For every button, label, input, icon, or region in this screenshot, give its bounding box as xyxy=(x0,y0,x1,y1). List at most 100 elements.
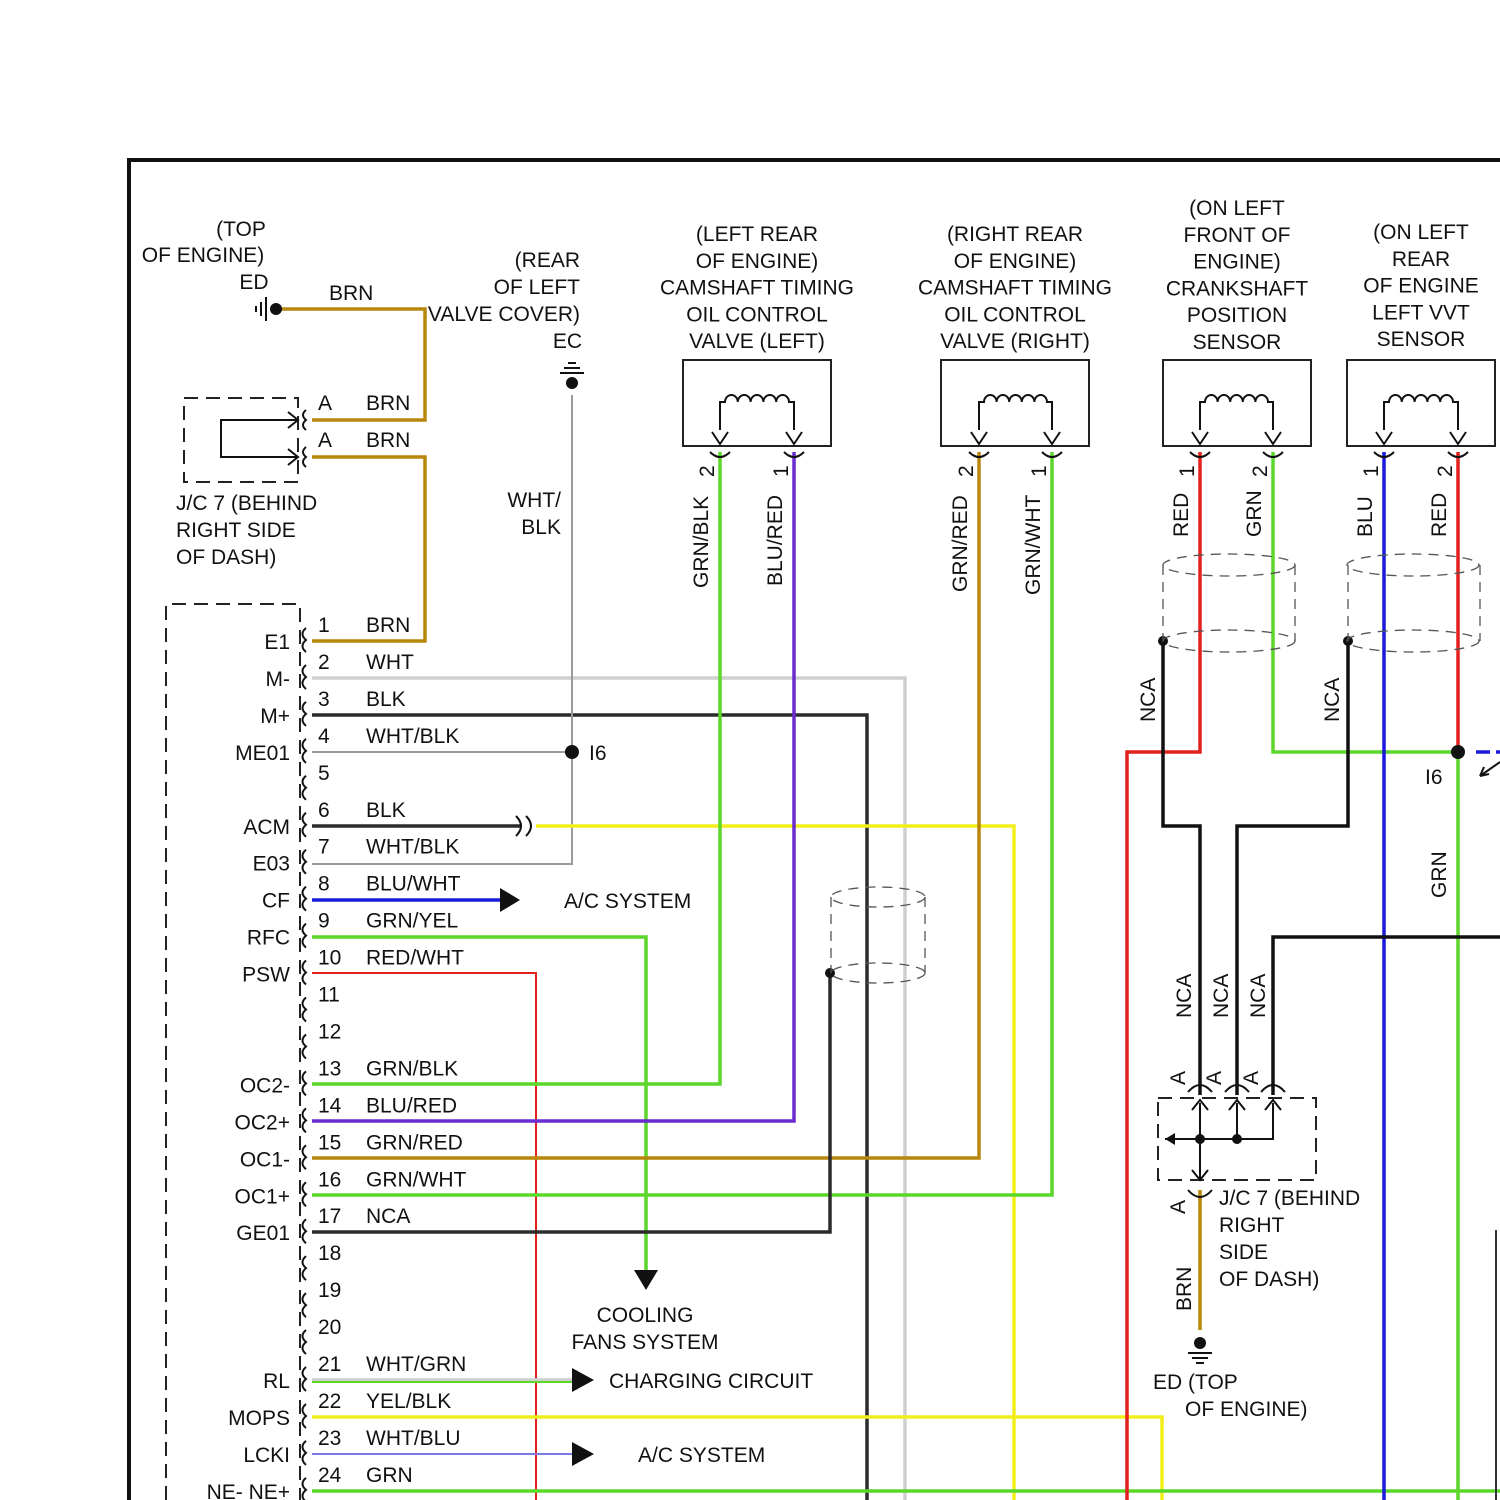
ocv_left-label-1: (LEFT REAR xyxy=(696,223,818,246)
pin-wire-8: BLU/WHT xyxy=(366,873,461,896)
right-nca-2: NCA xyxy=(1321,678,1344,722)
shield-ckp xyxy=(1163,554,1295,652)
ckp-wire2: GRN xyxy=(1243,490,1266,537)
ecm-pin-connectors xyxy=(303,628,307,1500)
right-nca-3: NCA xyxy=(1173,974,1196,1018)
pin-wire-14: BLU/RED xyxy=(366,1094,457,1117)
jc7-left-label-3: OF DASH) xyxy=(176,546,276,569)
jc7-left-box xyxy=(184,398,306,482)
ckp-label-5: POSITION xyxy=(1187,304,1287,327)
pin-number-12: 12 xyxy=(318,1020,341,1043)
pin-connector-20 xyxy=(303,1330,307,1354)
right-jc-pin-1: A xyxy=(1167,1071,1190,1085)
jc7-left-label-2: RIGHT SIDE xyxy=(176,519,296,542)
pin-wire-6: BLK xyxy=(366,799,406,822)
pin-number-14: 14 xyxy=(318,1094,342,1117)
pin-connector-12 xyxy=(303,1034,307,1058)
pin-wire-4: WHT/BLK xyxy=(366,725,459,748)
vvt-label-3: OF ENGINE xyxy=(1363,275,1479,298)
ocv_left-label-5: VALVE (LEFT) xyxy=(689,330,825,353)
ocv_left-pin2: 1 xyxy=(770,465,793,477)
pin-number-11: 11 xyxy=(318,984,340,1007)
vvt-label-5: SENSOR xyxy=(1377,328,1466,351)
wire-wht-blk-ec xyxy=(312,395,572,864)
ocv_left-label-4: OIL CONTROL xyxy=(686,303,828,326)
pin-connector-11 xyxy=(303,998,307,1022)
pin-connector-16 xyxy=(303,1182,307,1206)
ecm-outline xyxy=(166,604,300,1500)
ocv_left-label-2: OF ENGINE) xyxy=(696,250,819,273)
vvt-pin1: 1 xyxy=(1360,465,1383,477)
ground-ed-symbol xyxy=(256,297,282,321)
pin-number-9: 9 xyxy=(318,910,330,933)
jc7-left-label-1: J/C 7 (BEHIND xyxy=(176,492,317,515)
ckp-label-1: (ON LEFT xyxy=(1189,197,1285,220)
pin-number-6: 6 xyxy=(318,799,330,822)
component-ocv-right xyxy=(941,360,1089,457)
ocv_right-label-5: VALVE (RIGHT) xyxy=(940,330,1090,353)
pin-number-21: 21 xyxy=(318,1353,341,1376)
shield-ocv xyxy=(831,887,925,983)
pin-number-7: 7 xyxy=(318,836,330,859)
right-splice-i6: I6 xyxy=(1425,766,1443,789)
pin-name-21: RL xyxy=(263,1370,290,1393)
pin-number-3: 3 xyxy=(318,688,330,711)
dest-cooling-fans-2: FANS SYSTEM xyxy=(571,1331,718,1354)
pin-number-23: 23 xyxy=(318,1427,341,1450)
pin-number-13: 13 xyxy=(318,1057,341,1080)
shield-vvt xyxy=(1347,554,1480,652)
pin-wire-15: GRN/RED xyxy=(366,1131,463,1154)
pin-number-1: 1 xyxy=(318,614,330,637)
pin-connector-1 xyxy=(303,628,307,652)
ckp-label-4: CRANKSHAFT xyxy=(1166,277,1309,300)
arrow-charging xyxy=(572,1368,594,1392)
pin-connector-10 xyxy=(303,961,307,985)
right-jc-label-3: SIDE xyxy=(1219,1241,1268,1264)
ocv_right-pin2: 1 xyxy=(1028,465,1051,477)
pin-name-6: ACM xyxy=(243,816,290,839)
pin-wire-7: WHT/BLK xyxy=(366,836,459,859)
vvt-label-1: (ON LEFT xyxy=(1373,221,1469,244)
wire-yel-acm xyxy=(536,826,1014,1500)
pin-number-16: 16 xyxy=(318,1168,341,1191)
pin-number-22: 22 xyxy=(318,1390,341,1413)
pin-number-2: 2 xyxy=(318,651,330,674)
ocv_right-pin1: 2 xyxy=(955,465,978,477)
jc7-left-pin-a2: A xyxy=(318,429,332,452)
pin-connector-8 xyxy=(303,887,307,911)
pin-connector-24 xyxy=(303,1478,307,1500)
pin-connector-17 xyxy=(303,1219,307,1243)
vvt-wire2: RED xyxy=(1428,493,1451,537)
ckp-label-3: ENGINE) xyxy=(1193,251,1281,274)
ground-ec-loc-2: OF LEFT xyxy=(494,276,581,299)
dest-cooling-fans-1: COOLING xyxy=(597,1304,694,1327)
ocv_right-label-3: CAMSHAFT TIMING xyxy=(918,277,1112,300)
right-brn: BRN xyxy=(1173,1267,1196,1311)
component-vvt xyxy=(1347,360,1495,457)
pin-number-17: 17 xyxy=(318,1205,341,1228)
pin-wire-3: BLK xyxy=(366,688,406,711)
pin-name-24: NE- NE+ xyxy=(207,1481,290,1500)
pin-name-3: M+ xyxy=(260,705,290,728)
ocv_right-label-4: OIL CONTROL xyxy=(944,303,1086,326)
splice-i6-right xyxy=(1451,745,1465,759)
ground-ec-wire-2: BLK xyxy=(521,516,561,539)
pin-name-14: OC2+ xyxy=(235,1111,290,1134)
pin-name-15: OC1- xyxy=(240,1148,290,1171)
pin-connector-9 xyxy=(303,924,307,948)
pin-wire-17: NCA xyxy=(366,1205,410,1228)
right-jc-pin-2: A xyxy=(1203,1071,1226,1085)
ckp-wire1: RED xyxy=(1170,493,1193,537)
pin-name-7: E03 xyxy=(253,853,290,876)
ocv_left-label-3: CAMSHAFT TIMING xyxy=(660,277,854,300)
right-jc-bottom-pin: A xyxy=(1167,1200,1190,1214)
pin-name-13: OC2- xyxy=(240,1074,290,1097)
ground-ec-symbol xyxy=(560,363,584,389)
pin-connector-18 xyxy=(303,1256,307,1280)
pin-connector-15 xyxy=(303,1145,307,1169)
wires xyxy=(276,309,1500,1500)
ground-ed-loc-1: (TOP xyxy=(216,218,266,241)
pin-name-8: CF xyxy=(262,890,290,913)
pin-connector-4 xyxy=(303,739,307,763)
